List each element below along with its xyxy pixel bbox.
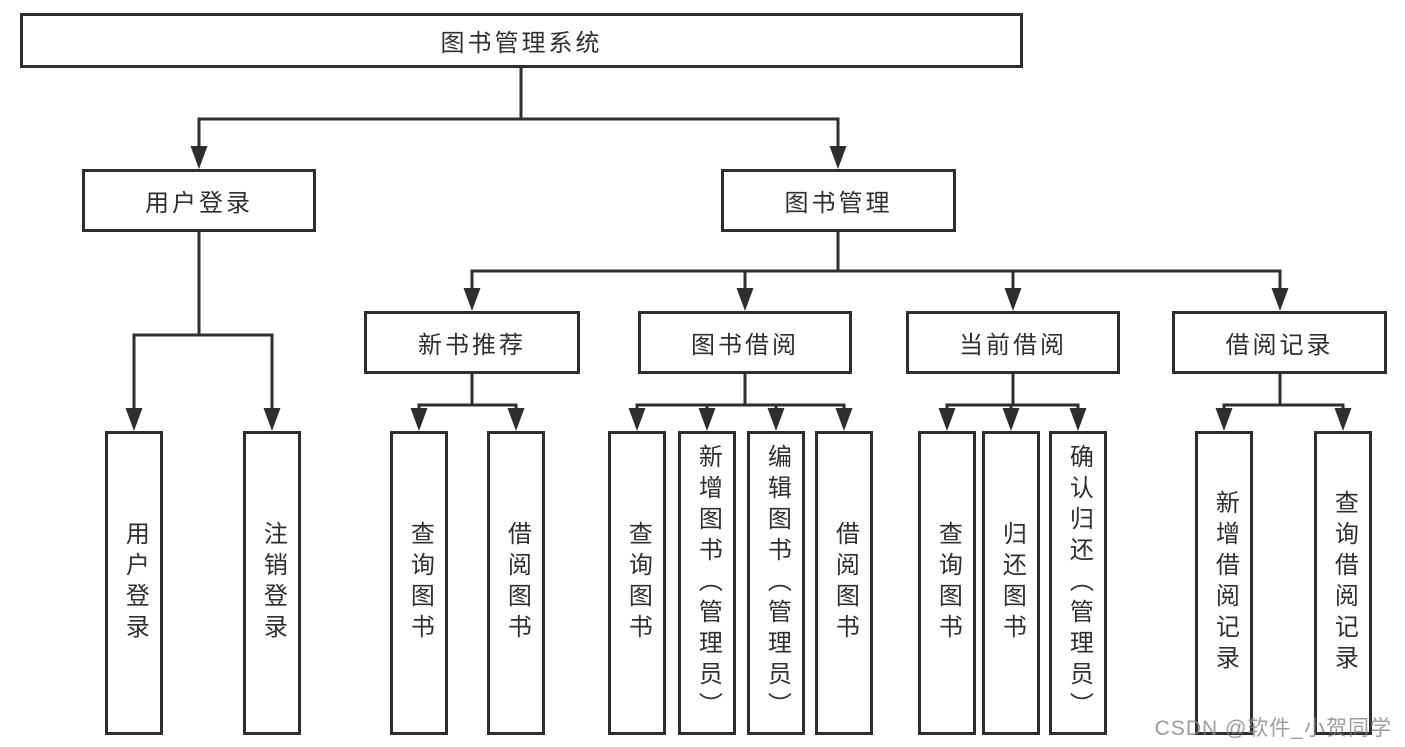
arrowhead: [835, 408, 853, 431]
node-label: 借阅图书: [503, 521, 531, 645]
arrowhead: [1069, 408, 1087, 431]
leaf-add-books-admin: 新增图书（管理员）: [678, 431, 736, 735]
node-borrowing-records: 借阅记录: [1172, 311, 1387, 374]
arrowhead: [190, 146, 208, 169]
node-book-borrowing: 图书借阅: [638, 311, 852, 374]
node-current-borrowing: 当前借阅: [906, 311, 1120, 374]
arrowhead: [1215, 408, 1233, 431]
node-label: 当前借阅: [959, 332, 1067, 359]
node-label: 注销登录: [259, 521, 287, 645]
arrowhead: [410, 408, 428, 431]
leaf-query-books-recommend: 查询图书: [390, 431, 448, 735]
arrowhead: [698, 408, 716, 431]
leaf-query-books-borrow: 查询图书: [608, 431, 666, 735]
arrowhead: [125, 408, 143, 431]
leaf-add-borrow-record: 新增借阅记录: [1195, 431, 1253, 735]
node-new-book-recommend: 新书推荐: [364, 311, 580, 374]
leaf-query-borrow-record: 查询借阅记录: [1314, 431, 1372, 735]
node-label: 新书推荐: [418, 332, 526, 359]
arrowhead: [263, 408, 281, 431]
arrowhead: [1004, 288, 1022, 311]
node-label: 图书管理: [784, 190, 893, 217]
arrowhead: [767, 408, 785, 431]
node-label: 确认归还（管理员）: [1065, 443, 1093, 723]
node-label: 借阅图书: [831, 521, 859, 645]
arrowhead: [938, 408, 956, 431]
node-label: 借阅记录: [1225, 332, 1334, 359]
node-label: 图书借阅: [691, 332, 799, 359]
leaf-borrow-books-recommend: 借阅图书: [487, 431, 545, 735]
node-library-management-system: 图书管理系统: [20, 13, 1023, 68]
node-user-login: 用户登录: [82, 169, 316, 232]
node-label: 查询借阅记录: [1330, 490, 1358, 676]
leaf-return-books: 归还图书: [982, 431, 1040, 735]
leaf-query-books-current: 查询图书: [918, 431, 976, 735]
node-label: 图书管理系统: [440, 30, 603, 57]
arrowhead: [628, 408, 646, 431]
node-label: 查询图书: [624, 521, 652, 645]
node-label: 查询图书: [406, 521, 434, 645]
arrowhead: [1271, 288, 1289, 311]
arrowhead: [1002, 408, 1020, 431]
node-label: 新增借阅记录: [1211, 490, 1239, 676]
node-label: 查询图书: [934, 521, 962, 645]
node-label: 编辑图书（管理员）: [763, 443, 791, 723]
leaf-edit-books-admin: 编辑图书（管理员）: [747, 431, 805, 735]
leaf-confirm-return-admin: 确认归还（管理员）: [1049, 431, 1107, 735]
csdn-watermark: CSDN @软件_小贺同学: [1154, 717, 1392, 740]
node-label: 用户登录: [145, 190, 253, 217]
leaf-borrow-books: 借阅图书: [815, 431, 873, 735]
arrowhead: [1334, 408, 1352, 431]
arrowhead: [829, 146, 847, 169]
leaf-logout: 注销登录: [243, 431, 301, 735]
arrowhead: [736, 288, 754, 311]
node-label: 新增图书（管理员）: [694, 443, 722, 723]
node-book-management: 图书管理: [721, 169, 956, 232]
leaf-user-login: 用户登录: [105, 431, 163, 735]
arrowhead: [463, 288, 481, 311]
node-label: 归还图书: [998, 521, 1026, 645]
node-label: 用户登录: [121, 521, 149, 645]
arrowhead: [507, 408, 525, 431]
